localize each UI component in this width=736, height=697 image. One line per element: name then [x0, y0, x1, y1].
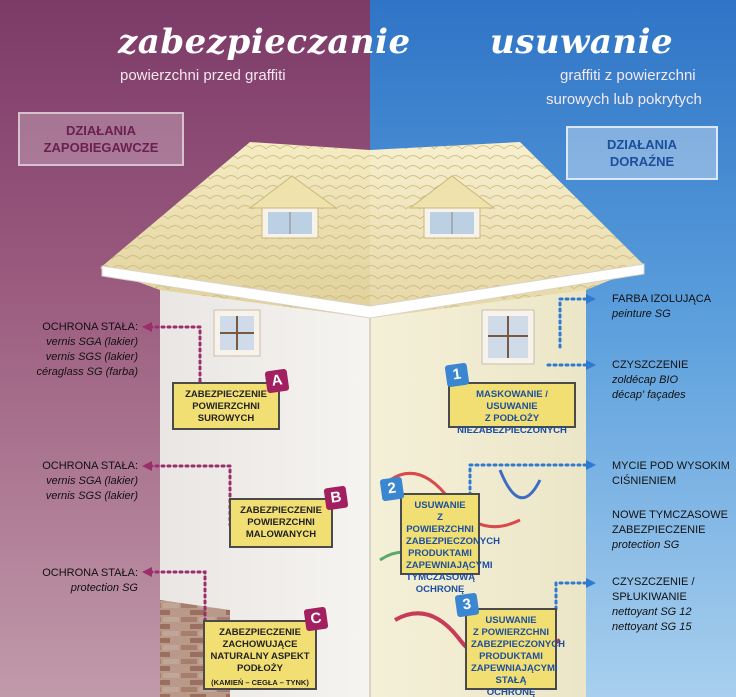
left-title: zabezpieczanie — [118, 22, 411, 62]
badge-2: 2 — [379, 476, 405, 502]
box-1-line-3: NIEZABEZPIECZONYCH — [457, 425, 567, 436]
right-note-2-line-1: zoldécap BIO — [612, 374, 679, 386]
box-b-line-1: ZABEZPIECZENIE — [240, 505, 322, 516]
badge-3: 3 — [454, 592, 480, 618]
left-subtitle: powierzchni przed graffiti — [120, 67, 286, 84]
box-2-line-5: ZAPEWNIAJĄCYMI — [406, 560, 493, 571]
right-note-1-head: FARBA IZOLUJĄCA — [612, 293, 712, 305]
box-a-line-1: ZABEZPIECZENIE — [185, 389, 267, 400]
left-note-3: OCHRONA STAŁA: protection SG — [34, 566, 138, 596]
right-note-5-head-1: CZYSZCZENIE / — [612, 576, 695, 588]
ad-hoc-actions-line-1: DZIAŁANIA — [606, 137, 678, 152]
preventive-actions-line-1: DZIAŁANIA — [65, 123, 137, 138]
box-1-line-2: Z PODŁOŻY — [484, 413, 540, 424]
right-note-5-line-1: nettoyant SG 12 — [612, 606, 692, 618]
badge-c: C — [303, 606, 329, 632]
box-2-temporary-protection-removal: USUWANIE Z POWIERZCHNI ZABEZPIECZONYCH P… — [400, 493, 500, 595]
box-2-line-1: USUWANIE — [414, 500, 466, 511]
box-3-line-5: ZAPEWNIAJĄCYMI — [471, 663, 558, 674]
left-note-1: OCHRONA STAŁA: vernis SGA (lakier) verni… — [34, 320, 138, 380]
box-2-line-6: TYMCZASOWĄ — [406, 572, 476, 583]
right-title: usuwanie — [490, 22, 674, 62]
box-c-natural-aspect: ZABEZPIECZENIE ZACHOWUJĄCE NATURALNY ASP… — [203, 620, 317, 690]
box-3-permanent-protection-removal: USUWANIE Z POWIERZCHNI ZABEZPIECZONYCH P… — [465, 608, 565, 697]
box-b-painted-surfaces: ZABEZPIECZENIE POWIERZCHNI MALOWANYCH — [229, 498, 333, 548]
box-c-line-3: NATURALNY ASPEKT — [210, 651, 310, 662]
left-note-3-head: OCHRONA STAŁA: — [42, 567, 138, 579]
box-3-line-2: Z POWIERZCHNI — [473, 627, 549, 638]
left-note-1-line-2: vernis SGS (lakier) — [45, 351, 138, 363]
preventive-actions-line-2: ZAPOBIEGAWCZE — [43, 140, 159, 155]
box-3-line-1: USUWANIE — [485, 615, 537, 626]
right-note-1-line-1: peinture SG — [612, 308, 671, 320]
box-c-line-2: ZACHOWUJĄCE — [222, 639, 298, 650]
right-note-4-head-2: ZABEZPIECZENIE — [612, 524, 706, 536]
left-note-2-line-1: vernis SGA (lakier) — [46, 475, 138, 487]
box-a-raw-surfaces: ZABEZPIECZENIE POWIERZCHNI SUROWYCH — [172, 382, 280, 430]
box-2-line-3: ZABEZPIECZONYCH — [406, 536, 500, 547]
box-c-line-4: PODŁOŻY — [237, 663, 283, 674]
right-note-2: CZYSZCZENIE zoldécap BIO décap' façades — [612, 358, 688, 403]
ad-hoc-actions-panel: DZIAŁANIA DORAŹNE — [566, 126, 718, 180]
left-note-1-line-3: céraglass SG (farba) — [36, 366, 138, 378]
right-note-2-head: CZYSZCZENIE — [612, 359, 689, 371]
right-note-5-line-2: nettoyant SG 15 — [612, 621, 692, 633]
right-note-4: NOWE TYMCZASOWE ZABEZPIECZENIE protectio… — [612, 508, 728, 553]
left-note-1-head: OCHRONA STAŁA: — [42, 321, 138, 333]
left-note-1-line-1: vernis SGA (lakier) — [46, 336, 138, 348]
badge-b: B — [323, 485, 349, 511]
ad-hoc-actions-line-2: DORAŹNE — [609, 154, 675, 169]
badge-a: A — [264, 368, 290, 394]
box-a-line-2: POWIERZCHNI — [192, 401, 260, 412]
left-note-2: OCHRONA STAŁA: vernis SGA (lakier) verni… — [34, 459, 138, 504]
right-note-3: MYCIE POD WYSOKIM CIŚNIENIEM — [612, 459, 730, 489]
right-note-4-line-1: protection SG — [612, 539, 680, 551]
box-3-line-3: ZABEZPIECZONYCH — [471, 639, 565, 650]
box-b-line-3: MALOWANYCH — [245, 529, 317, 540]
right-note-5: CZYSZCZENIE / SPŁUKIWANIE nettoyant SG 1… — [612, 575, 695, 635]
box-1-line-1: MASKOWANIE / USUWANIE — [476, 389, 548, 412]
box-c-materials: (KAMIEŃ – CEGŁA – TYNK) — [211, 678, 309, 687]
box-3-line-6: STAŁĄ OCHRONĘ — [486, 675, 536, 697]
box-c-line-1: ZABEZPIECZENIE — [219, 627, 301, 638]
box-2-line-4: PRODUKTAMI — [408, 548, 472, 559]
right-subtitle-1: graffiti z powierzchni — [560, 67, 696, 84]
left-note-2-line-2: vernis SGS (lakier) — [45, 490, 138, 502]
right-subtitle-2: surowych lub pokrytych — [546, 91, 702, 108]
right-note-5-head-2: SPŁUKIWANIE — [612, 591, 687, 603]
box-3-line-4: PRODUKTAMI — [479, 651, 543, 662]
right-note-3-head-2: CIŚNIENIEM — [612, 475, 677, 487]
badge-1: 1 — [444, 362, 470, 388]
box-2-line-2: Z POWIERZCHNI — [406, 512, 474, 535]
left-note-3-line-1: protection SG — [70, 582, 138, 594]
box-2-line-7: OCHRONĘ — [415, 584, 465, 595]
right-note-1: FARBA IZOLUJĄCA peinture SG — [612, 292, 711, 322]
left-note-2-head: OCHRONA STAŁA: — [42, 460, 138, 472]
right-note-2-line-2: décap' façades — [612, 389, 686, 401]
right-note-3-head-1: MYCIE POD WYSOKIM — [612, 460, 730, 472]
box-b-line-2: POWIERZCHNI — [247, 517, 315, 528]
preventive-actions-panel: DZIAŁANIA ZAPOBIEGAWCZE — [18, 112, 184, 166]
box-a-line-3: SUROWYCH — [197, 413, 255, 424]
box-1-masking-removal: MASKOWANIE / USUWANIE Z PODŁOŻY NIEZABEZ… — [448, 382, 576, 436]
right-note-4-head-1: NOWE TYMCZASOWE — [612, 509, 728, 521]
